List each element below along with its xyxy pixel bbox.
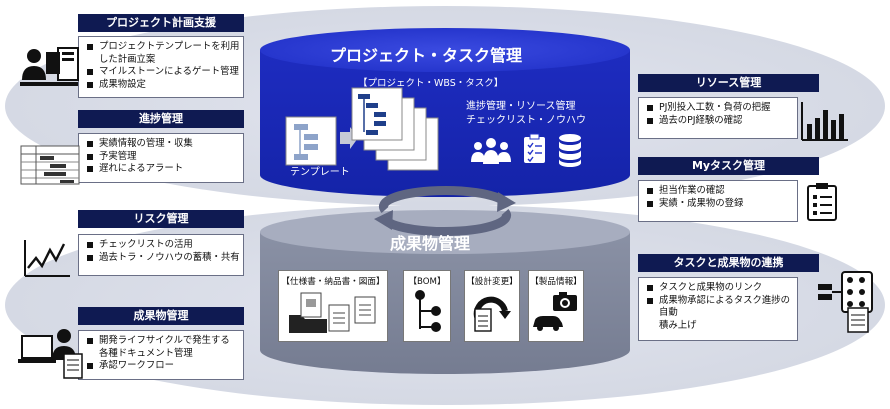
feature-item: PJ別投入工数・負荷の把握 [647, 102, 791, 115]
design-change-icon [473, 296, 511, 332]
feature-item-continuation: した計画立案 [99, 53, 156, 65]
feature-box-task-deliverable-link: タスクと成果物のリンク 成果物承認によるタスク進捗の 自動 積み上げ [638, 277, 798, 341]
feature-item: 担当作業の確認 [647, 185, 791, 198]
feature-item: チェックリストの活用 [87, 239, 237, 252]
top-cylinder-features-line1: 進捗管理・リソース管理 [466, 101, 576, 112]
database-icon [559, 134, 581, 167]
card-specifications: 【仕様書・納品書・図面】 [278, 270, 388, 342]
bottom-cylinder-title: 成果物管理 [390, 234, 471, 253]
bom-tree-icon [415, 290, 441, 332]
card-product-info-label: 【製品情報】 [530, 277, 582, 287]
feature-item: 実績情報の管理・収集 [87, 138, 237, 151]
feature-title-my-task-management: Myタスク管理 [638, 157, 819, 175]
feature-item-continuation: 自動 [659, 307, 678, 319]
feature-item: 過去トラ・ノウハウの蓄積・共有 [87, 252, 240, 265]
checklist-icon [524, 133, 545, 163]
feature-item: 成果物設定 [87, 79, 237, 92]
feature-item-continuation: 積み上げ [659, 319, 697, 331]
card-design-change-label: 【設計変更】 [466, 277, 518, 287]
card-design-change: 【設計変更】 [464, 270, 520, 342]
card-bom-label: 【BOM】 [408, 277, 446, 287]
template-document-icon [285, 116, 337, 166]
person-computer-icon [20, 47, 79, 86]
feature-item: 遅れによるアラート [87, 163, 237, 176]
stacked-wbs-documents-icon [351, 87, 439, 171]
feature-item: 成果物承認によるタスク進捗の [647, 295, 791, 308]
task-link-icon [818, 271, 873, 333]
feature-item: 承認ワークフロー [87, 360, 237, 373]
top-cylinder-features-line2: チェックリスト・ノウハウ [466, 115, 586, 126]
feature-box-progress-management: 実績情報の管理・収集 予実管理 遅れによるアラート [78, 133, 244, 183]
feature-item: 過去のPJ経験の確認 [647, 115, 791, 128]
feature-box-risk-management: チェックリストの活用 過去トラ・ノウハウの蓄積・共有 [78, 234, 244, 276]
clipboard-checklist-icon [807, 183, 837, 221]
gantt-chart-icon [20, 145, 80, 185]
feature-title-progress-management: 進捗管理 [78, 110, 244, 128]
feature-item: 実績・成果物の登録 [647, 198, 791, 211]
documents-folder-icon [289, 292, 376, 333]
line-trend-icon [24, 240, 70, 277]
feature-box-project-planning: プロジェクトテンプレートを利用 した計画立案 マイルストーンによるゲート管理 成… [78, 36, 244, 98]
feature-item-continuation: 各種ドキュメント管理 [99, 347, 193, 359]
feature-box-my-task-management: 担当作業の確認 実績・成果物の登録 [638, 180, 798, 222]
feature-box-deliverable-management: 開発ライフサイクルで発生する 各種ドキュメント管理 承認ワークフロー [78, 330, 244, 380]
feature-title-risk-management: リスク管理 [78, 210, 244, 228]
bar-chart-icon [801, 102, 848, 141]
feature-title-deliverable-management: 成果物管理 [78, 307, 244, 325]
card-bom: 【BOM】 [403, 270, 451, 342]
camera-car-icon [533, 292, 577, 331]
feature-item: 開発ライフサイクルで発生する [87, 335, 237, 348]
feature-title-project-planning: プロジェクト計画支援 [78, 14, 244, 32]
feature-box-resource-management: PJ別投入工数・負荷の把握 過去のPJ経験の確認 [638, 97, 798, 139]
feature-item: 予実管理 [87, 151, 237, 164]
template-label: テンプレート [290, 167, 350, 178]
card-product-info: 【製品情報】 [528, 270, 584, 342]
feature-item: マイルストーンによるゲート管理 [87, 66, 239, 79]
sync-arrows-icon [374, 186, 516, 236]
team-icon [471, 138, 511, 164]
card-specifications-label: 【仕様書・納品書・図面】 [281, 277, 385, 287]
person-laptop-document-icon [18, 329, 83, 379]
top-cylinder-title: プロジェクト・タスク管理 [330, 46, 523, 65]
feature-title-task-deliverable-link: タスクと成果物の連携 [638, 254, 819, 272]
top-cylinder-subtitle: 【プロジェクト・WBS・タスク】 [358, 78, 504, 89]
feature-item: タスクと成果物のリンク [647, 282, 791, 295]
feature-item: プロジェクトテンプレートを利用 [87, 41, 239, 54]
feature-title-resource-management: リソース管理 [638, 74, 819, 92]
